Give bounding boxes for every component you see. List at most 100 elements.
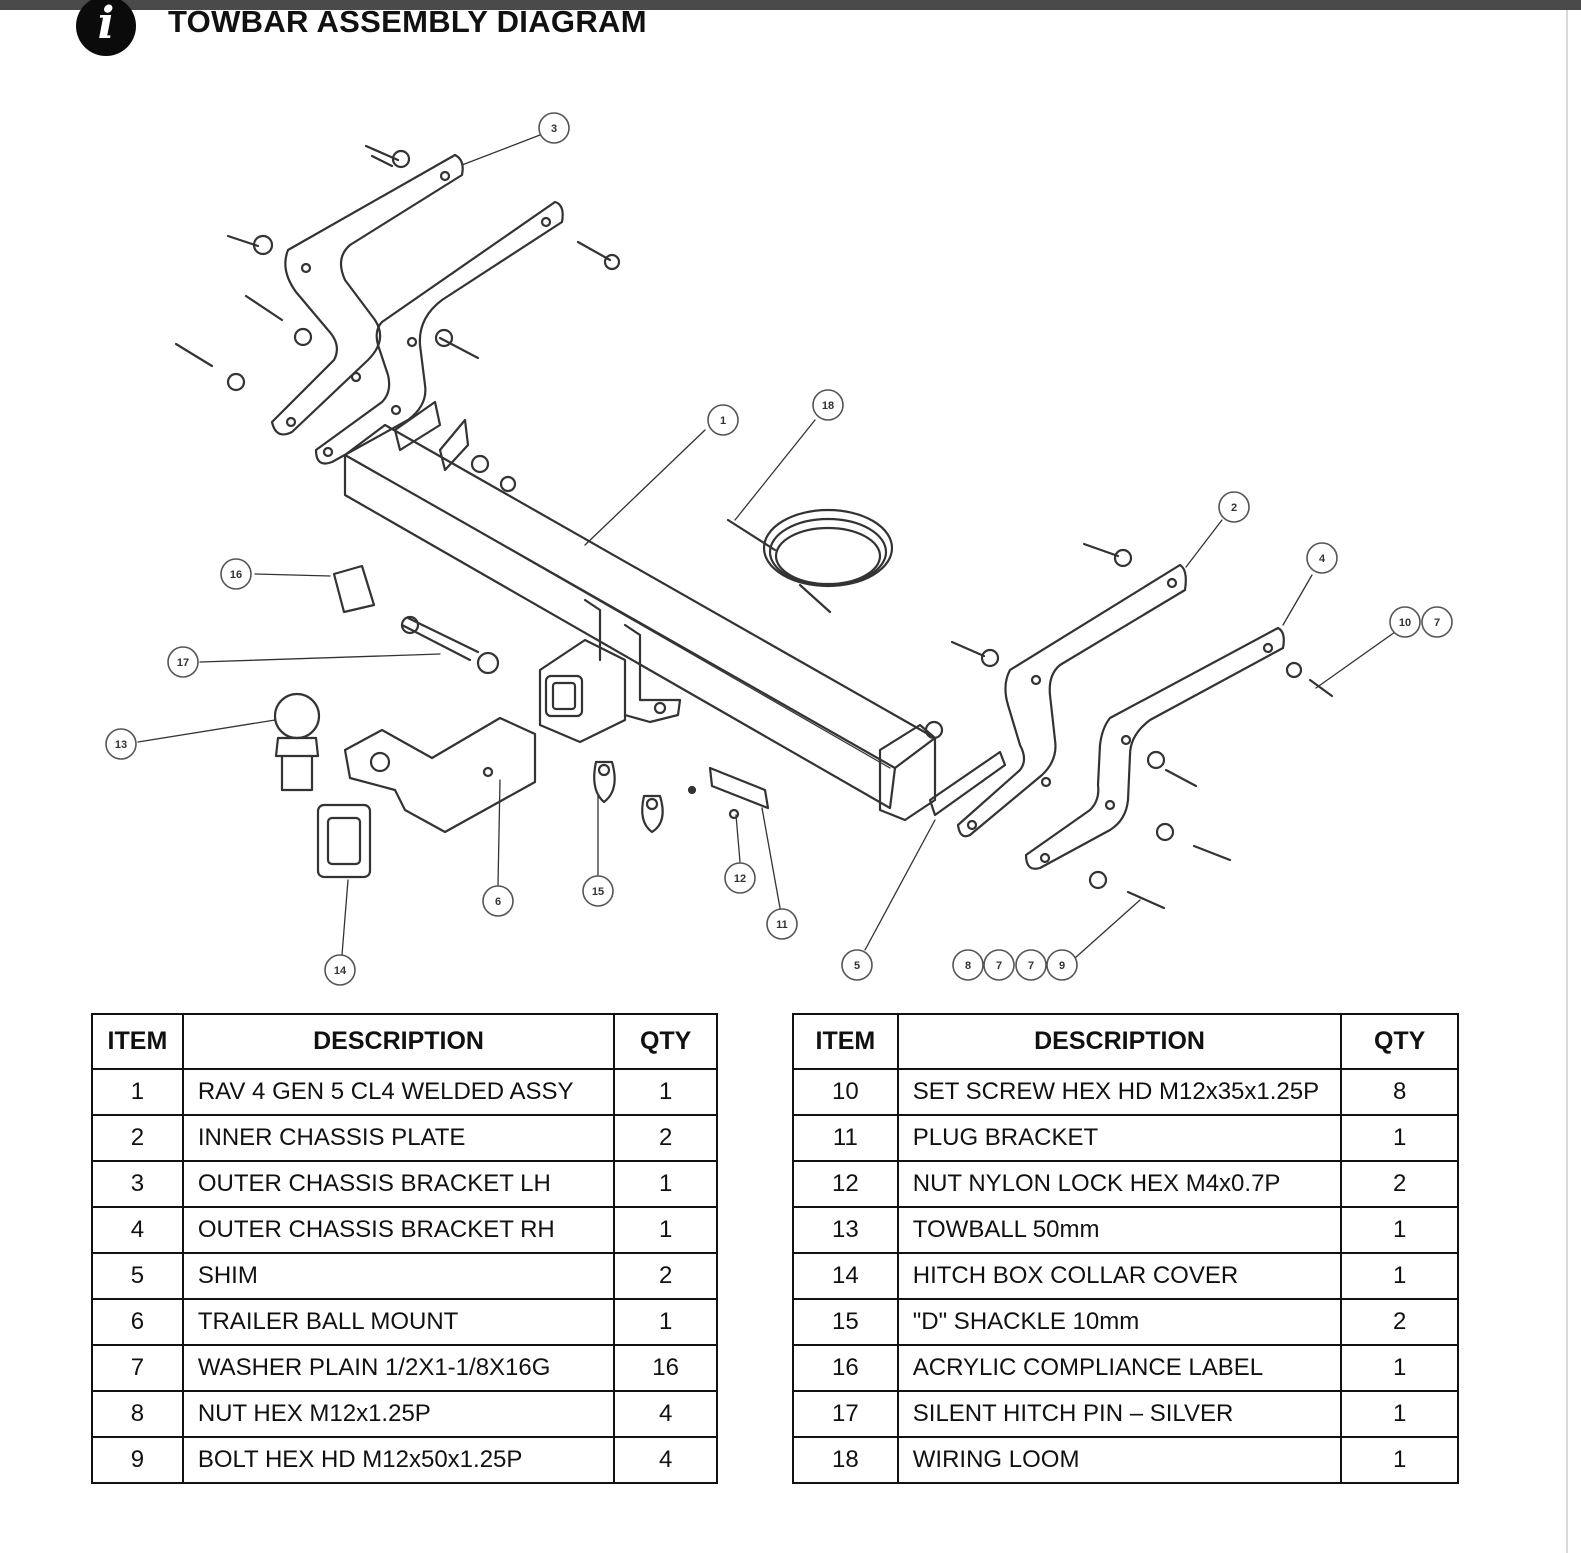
item-number: 6 <box>91 1298 184 1346</box>
item-number: 15 <box>792 1298 899 1346</box>
item-qty: 1 <box>613 1298 718 1346</box>
outer-chassis-bracket-lh <box>270 153 464 436</box>
item-description: BOLT HEX HD M12x50x1.25P <box>181 1436 616 1484</box>
callout-bubble <box>582 875 614 907</box>
item-number: 2 <box>91 1114 184 1162</box>
callout-label: 4 <box>1319 553 1326 565</box>
item-description: RAV 4 GEN 5 CL4 WELDED ASSY <box>181 1068 616 1116</box>
callout-bubble <box>1015 949 1047 981</box>
item-qty: 2 <box>613 1252 718 1300</box>
callout-bubble <box>952 949 984 981</box>
item-number: 13 <box>792 1206 899 1254</box>
top-bar <box>0 0 1581 10</box>
fasteners <box>174 144 1334 910</box>
callout-label: 14 <box>334 965 347 977</box>
inner-chassis-plate-rh <box>956 563 1187 838</box>
item-description: OUTER CHASSIS BRACKET LH <box>181 1160 616 1208</box>
callout-label: 11 <box>776 919 788 931</box>
callout-label: 9 <box>1059 960 1065 972</box>
item-qty: 1 <box>613 1160 718 1208</box>
callout-label: 8 <box>965 960 971 972</box>
callout-bubble <box>324 954 356 986</box>
callout-bubble <box>538 112 570 144</box>
plug-bracket <box>708 766 770 820</box>
shim <box>928 750 1007 817</box>
item-number: 10 <box>792 1068 899 1116</box>
outer-chassis-bracket-rh <box>1024 626 1285 870</box>
item-qty: 2 <box>613 1114 718 1162</box>
item-description: PLUG BRACKET <box>896 1114 1343 1162</box>
callout-bubble <box>220 558 252 590</box>
item-qty: 2 <box>1340 1298 1459 1346</box>
info-icon: i <box>76 0 136 56</box>
item-qty: 1 <box>1340 1390 1459 1438</box>
callout-label: 17 <box>177 657 189 669</box>
item-number: 3 <box>91 1160 184 1208</box>
item-description: SET SCREW HEX HD M12x35x1.25P <box>896 1068 1343 1116</box>
item-qty: 4 <box>613 1390 718 1438</box>
callout-bubble <box>1421 606 1453 638</box>
callout-label: 13 <box>115 739 127 751</box>
item-qty: 8 <box>1340 1068 1459 1116</box>
item-number: 9 <box>91 1436 184 1484</box>
hitch-pin <box>400 615 500 675</box>
callout-bubble <box>1218 491 1250 523</box>
callout-label: 1 <box>720 415 726 427</box>
item-number: 11 <box>792 1114 899 1162</box>
item-description: OUTER CHASSIS BRACKET RH <box>181 1206 616 1254</box>
main-cross-bar <box>343 400 937 822</box>
item-description: "D" SHACKLE 10mm <box>896 1298 1343 1346</box>
towball <box>273 692 321 792</box>
item-description: ACRYLIC COMPLIANCE LABEL <box>896 1344 1343 1392</box>
callout-bubble <box>167 646 199 678</box>
item-description: NUT NYLON LOCK HEX M4x0.7P <box>896 1160 1343 1208</box>
item-qty: 4 <box>613 1436 718 1484</box>
callout-label: 7 <box>1434 617 1440 629</box>
callout-bubble <box>983 949 1015 981</box>
compliance-label <box>332 564 376 614</box>
header-description: DESCRIPTION <box>896 1013 1343 1070</box>
item-number: 8 <box>91 1390 184 1438</box>
item-number: 4 <box>91 1206 184 1254</box>
callout-label: 10 <box>1399 617 1411 629</box>
item-qty: 1 <box>613 1206 718 1254</box>
table-header-row: ITEM DESCRIPTION QTY <box>792 1013 1459 1070</box>
callout-label: 7 <box>996 960 1002 972</box>
callout-label: 7 <box>1028 960 1034 972</box>
callout-bubble <box>724 862 756 894</box>
header-qty: QTY <box>1340 1013 1459 1070</box>
callout-bubble <box>1389 606 1421 638</box>
wiring-loom <box>726 508 894 614</box>
callout-label: 16 <box>230 569 242 581</box>
item-description: NUT HEX M12x1.25P <box>181 1390 616 1438</box>
page-edge <box>1566 10 1568 1553</box>
header-item: ITEM <box>91 1013 184 1070</box>
callout-bubble <box>766 908 798 940</box>
callout-bubble <box>1306 542 1338 574</box>
item-number: 5 <box>91 1252 184 1300</box>
callout-label: 12 <box>734 873 746 885</box>
item-qty: 1 <box>1340 1206 1459 1254</box>
leader-lines <box>137 134 1396 959</box>
item-description: HITCH BOX COLLAR COVER <box>896 1252 1343 1300</box>
header-item: ITEM <box>792 1013 899 1070</box>
item-qty: 1 <box>1340 1114 1459 1162</box>
item-number: 12 <box>792 1160 899 1208</box>
item-number: 17 <box>792 1390 899 1438</box>
callout-label: 2 <box>1231 502 1237 514</box>
